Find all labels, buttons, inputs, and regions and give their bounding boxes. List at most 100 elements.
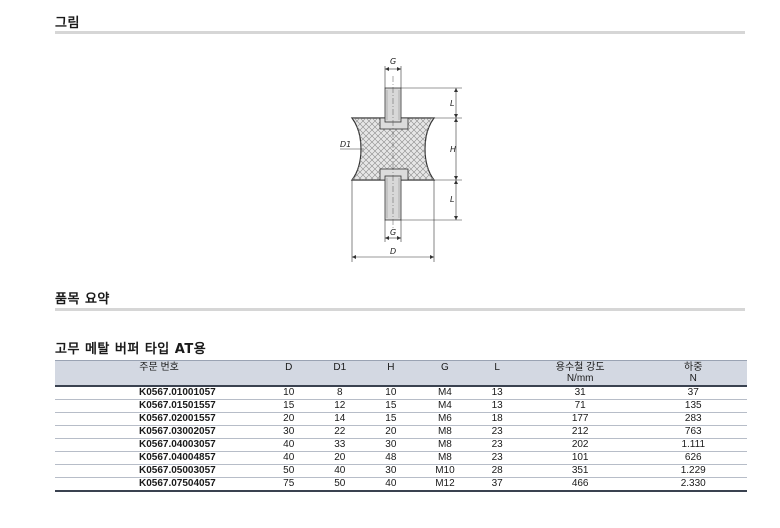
cell-d: 40 — [263, 451, 315, 465]
cell-d1: 8 — [314, 386, 366, 400]
section-divider — [55, 31, 745, 34]
dim-label-d: D — [390, 247, 396, 256]
header-g: G — [416, 360, 474, 387]
cell-order-no: K0567.05003057 — [55, 464, 264, 478]
cell-load: 2.330 — [639, 477, 747, 492]
cell-load: 37 — [639, 386, 747, 400]
header-load: 하중 N — [639, 360, 747, 387]
cell-h: 20 — [365, 425, 417, 439]
header-d1: D1 — [314, 360, 366, 387]
cell-d1: 33 — [314, 438, 366, 452]
cell-d: 75 — [263, 477, 315, 492]
cell-l: 23 — [473, 438, 521, 452]
cell-spring-strength: 202 — [520, 438, 640, 452]
specs-table: 주문 번호 D D1 H G L 용수철 강도 N/mm 하중 N K0567.… — [55, 360, 747, 492]
cell-l: 37 — [473, 477, 521, 492]
header-h: H — [365, 360, 417, 387]
cell-spring-strength: 212 — [520, 425, 640, 439]
cell-g: M8 — [416, 425, 474, 439]
cell-d1: 20 — [314, 451, 366, 465]
header-load-unit: N — [689, 373, 697, 384]
cell-d1: 12 — [314, 399, 366, 413]
cell-d1: 22 — [314, 425, 366, 439]
cell-l: 13 — [473, 399, 521, 413]
cell-g: M12 — [416, 477, 474, 492]
cell-l: 28 — [473, 464, 521, 478]
cell-d1: 14 — [314, 412, 366, 426]
cell-h: 30 — [365, 438, 417, 452]
table-header-row: 주문 번호 D D1 H G L 용수철 강도 N/mm 하중 N — [55, 360, 747, 387]
cell-g: M4 — [416, 386, 474, 400]
cell-load: 135 — [639, 399, 747, 413]
cell-l: 18 — [473, 412, 521, 426]
dim-label-d1: D1 — [340, 140, 351, 149]
cell-load: 1.111 — [639, 438, 747, 452]
header-spring-strength: 용수철 강도 N/mm — [520, 360, 640, 387]
section-title-summary: 품목 요약 — [55, 292, 110, 307]
cell-order-no: K0567.03002057 — [55, 425, 264, 439]
cell-h: 15 — [365, 399, 417, 413]
header-spring-strength-label: 용수철 강도 — [555, 362, 605, 373]
cell-load: 283 — [639, 412, 747, 426]
cell-order-no: K0567.01501557 — [55, 399, 264, 413]
dim-label-l-bottom: L — [450, 195, 454, 204]
dim-label-g-bottom: G — [390, 228, 396, 237]
cell-d: 50 — [263, 464, 315, 478]
cell-l: 23 — [473, 451, 521, 465]
cell-order-no: K0567.04004857 — [55, 451, 264, 465]
cell-load: 1.229 — [639, 464, 747, 478]
top-stud — [384, 87, 402, 123]
cell-order-no: K0567.07504057 — [55, 477, 264, 492]
cell-spring-strength: 466 — [520, 477, 640, 492]
cell-load: 626 — [639, 451, 747, 465]
cell-order-no: K0567.04003057 — [55, 438, 264, 452]
cell-h: 15 — [365, 412, 417, 426]
cell-h: 48 — [365, 451, 417, 465]
cell-load: 763 — [639, 425, 747, 439]
cell-l: 23 — [473, 425, 521, 439]
cell-d: 20 — [263, 412, 315, 426]
cell-g: M8 — [416, 451, 474, 465]
cell-d1: 50 — [314, 477, 366, 492]
cell-order-no: K0567.01001057 — [55, 386, 264, 400]
cell-spring-strength: 31 — [520, 386, 640, 400]
cell-h: 40 — [365, 477, 417, 492]
header-d: D — [263, 360, 315, 387]
cell-spring-strength: 177 — [520, 412, 640, 426]
cell-d: 15 — [263, 399, 315, 413]
dim-label-g-top: G — [390, 57, 396, 66]
header-spring-strength-unit: N/mm — [566, 373, 594, 384]
cell-d1: 40 — [314, 464, 366, 478]
table-title: 고무 메탈 버퍼 타입 AT용 — [55, 342, 207, 357]
cell-g: M6 — [416, 412, 474, 426]
cell-d: 40 — [263, 438, 315, 452]
cell-g: M10 — [416, 464, 474, 478]
cell-order-no: K0567.02001557 — [55, 412, 264, 426]
cell-spring-strength: 351 — [520, 464, 640, 478]
cell-spring-strength: 101 — [520, 451, 640, 465]
cell-l: 13 — [473, 386, 521, 400]
cell-spring-strength: 71 — [520, 399, 640, 413]
header-order-no: 주문 번호 — [55, 360, 264, 387]
cell-d: 10 — [263, 386, 315, 400]
cell-h: 10 — [365, 386, 417, 400]
buffer-technical-drawing: G G L L H D1 D — [340, 57, 462, 262]
cell-g: M8 — [416, 438, 474, 452]
section-title-drawing: 그림 — [55, 16, 80, 31]
header-load-label: 하중 — [684, 362, 703, 373]
cell-d: 30 — [263, 425, 315, 439]
dim-label-l-top: L — [450, 99, 454, 108]
cell-h: 30 — [365, 464, 417, 478]
section-divider — [55, 308, 745, 311]
header-l: L — [473, 360, 521, 387]
cell-g: M4 — [416, 399, 474, 413]
